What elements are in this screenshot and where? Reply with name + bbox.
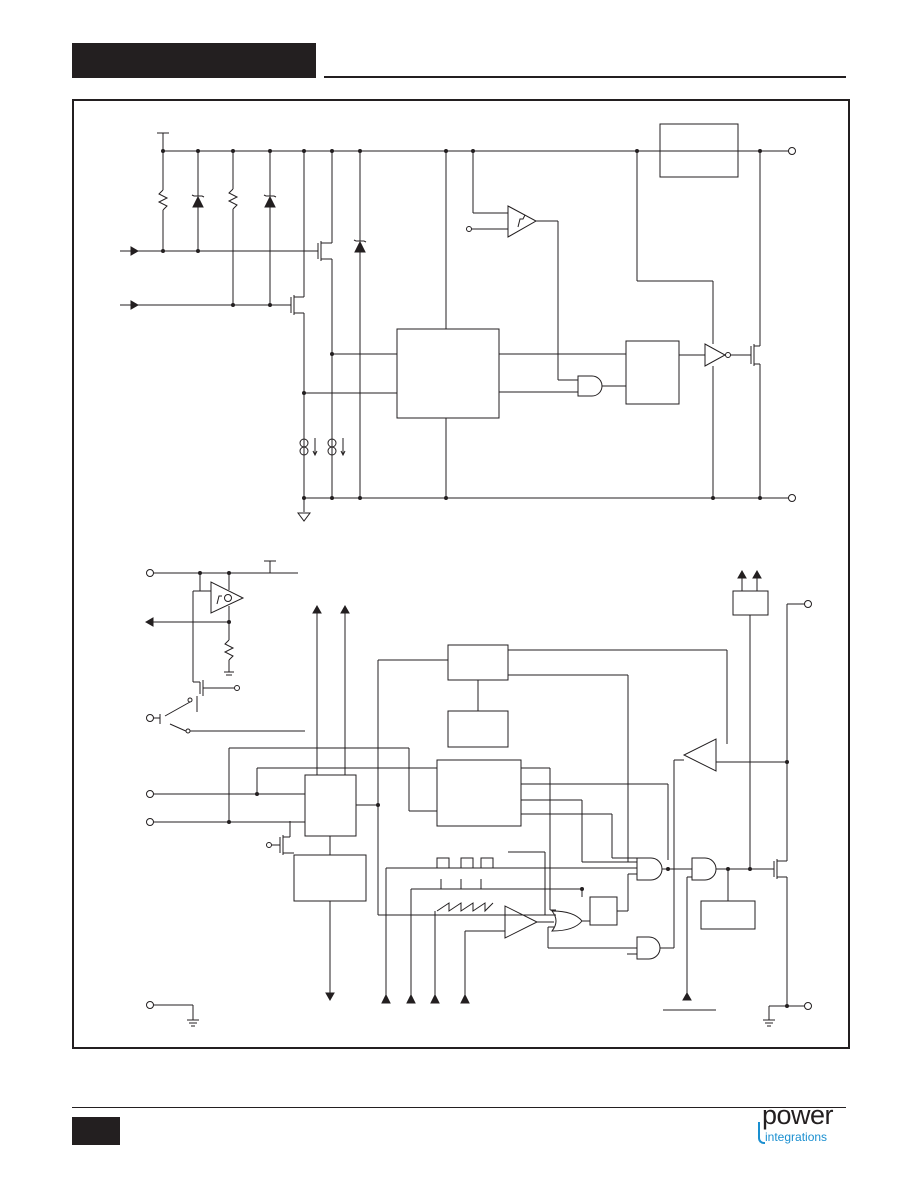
- control-block: [397, 329, 499, 418]
- state-machine-block: [437, 760, 521, 826]
- header-title-band: [72, 43, 316, 78]
- logo-swoosh-icon: [758, 1122, 765, 1144]
- terminal-icon: [147, 791, 154, 798]
- logic-block-a: [305, 775, 356, 836]
- mosfet-icon: [291, 151, 304, 512]
- and-gate-icon: [627, 760, 684, 959]
- arrow-down: [326, 901, 334, 1000]
- junction-dots-lower: [198, 571, 789, 1008]
- page-number-tab: [72, 1117, 120, 1145]
- latch-block: [626, 341, 679, 404]
- buffer-icon: [684, 739, 787, 771]
- current-source-icon: [328, 438, 345, 455]
- ground-icon: [763, 1020, 775, 1026]
- comparator-icon: [200, 573, 243, 613]
- logo-word: power: [762, 1100, 834, 1130]
- and-gate-icon: [499, 376, 626, 396]
- terminal-icon: [147, 1002, 154, 1009]
- or-gate-icon: [552, 911, 590, 931]
- output-terminal-top: [789, 148, 796, 155]
- mosfet-icon: [318, 151, 332, 498]
- header-rule: [324, 76, 846, 78]
- zener-diode-icon: [192, 151, 204, 251]
- mosfet-icon: [267, 821, 295, 855]
- comparator-icon: [467, 151, 579, 380]
- ground-icon: [187, 1020, 199, 1026]
- resistor-icon: [159, 151, 167, 251]
- terminal-icon: [805, 1003, 812, 1010]
- output-terminal-bottom: [789, 495, 796, 502]
- lower-schematic: [146, 561, 812, 1026]
- timer-block: [448, 711, 508, 747]
- switch-icon: [147, 698, 193, 733]
- resistor-icon: [229, 151, 237, 305]
- terminal-icon: [805, 601, 812, 608]
- terminal-icon: [147, 819, 154, 826]
- input-arrow-2: [120, 301, 291, 309]
- resistor-icon: [224, 640, 234, 675]
- sawtooth-wave-icon: [437, 903, 493, 911]
- arrow-up-pair: [313, 606, 349, 775]
- mosfet-icon: [774, 604, 787, 1006]
- buffer-icon: [637, 151, 751, 498]
- terminal-icon: [147, 570, 154, 577]
- arrow-up-row: [382, 868, 469, 1003]
- sense-block: [733, 591, 768, 615]
- mosfet-icon: [200, 680, 240, 696]
- junction-dots: [161, 149, 762, 500]
- and-gate-icon: [692, 858, 774, 880]
- figure-frame: [72, 99, 850, 1049]
- power-integrations-logo: power integrations: [750, 1100, 860, 1150]
- input-arrow-1: [120, 247, 318, 255]
- zener-diode-icon: [354, 151, 366, 498]
- and-gate-icon: [637, 858, 692, 880]
- auto-restart-block: [701, 901, 755, 929]
- zener-diode-icon: [264, 151, 276, 305]
- output-arrow-left: [146, 618, 229, 626]
- logic-block-b: [294, 855, 366, 901]
- arrow-up-pair-right: [738, 571, 761, 591]
- logo-subword: integrations: [765, 1130, 828, 1144]
- square-wave-icon: [437, 858, 493, 868]
- current-source-icon: [300, 438, 317, 455]
- latch-block: [590, 897, 617, 925]
- footer-rule: [72, 1107, 846, 1108]
- mosfet-icon: [751, 151, 760, 498]
- pulse-wave-icon: [437, 879, 493, 889]
- comparator-icon: [505, 906, 554, 938]
- upper-schematic: [120, 124, 796, 521]
- ground-icon: [298, 513, 310, 521]
- oscillator-block: [448, 645, 508, 680]
